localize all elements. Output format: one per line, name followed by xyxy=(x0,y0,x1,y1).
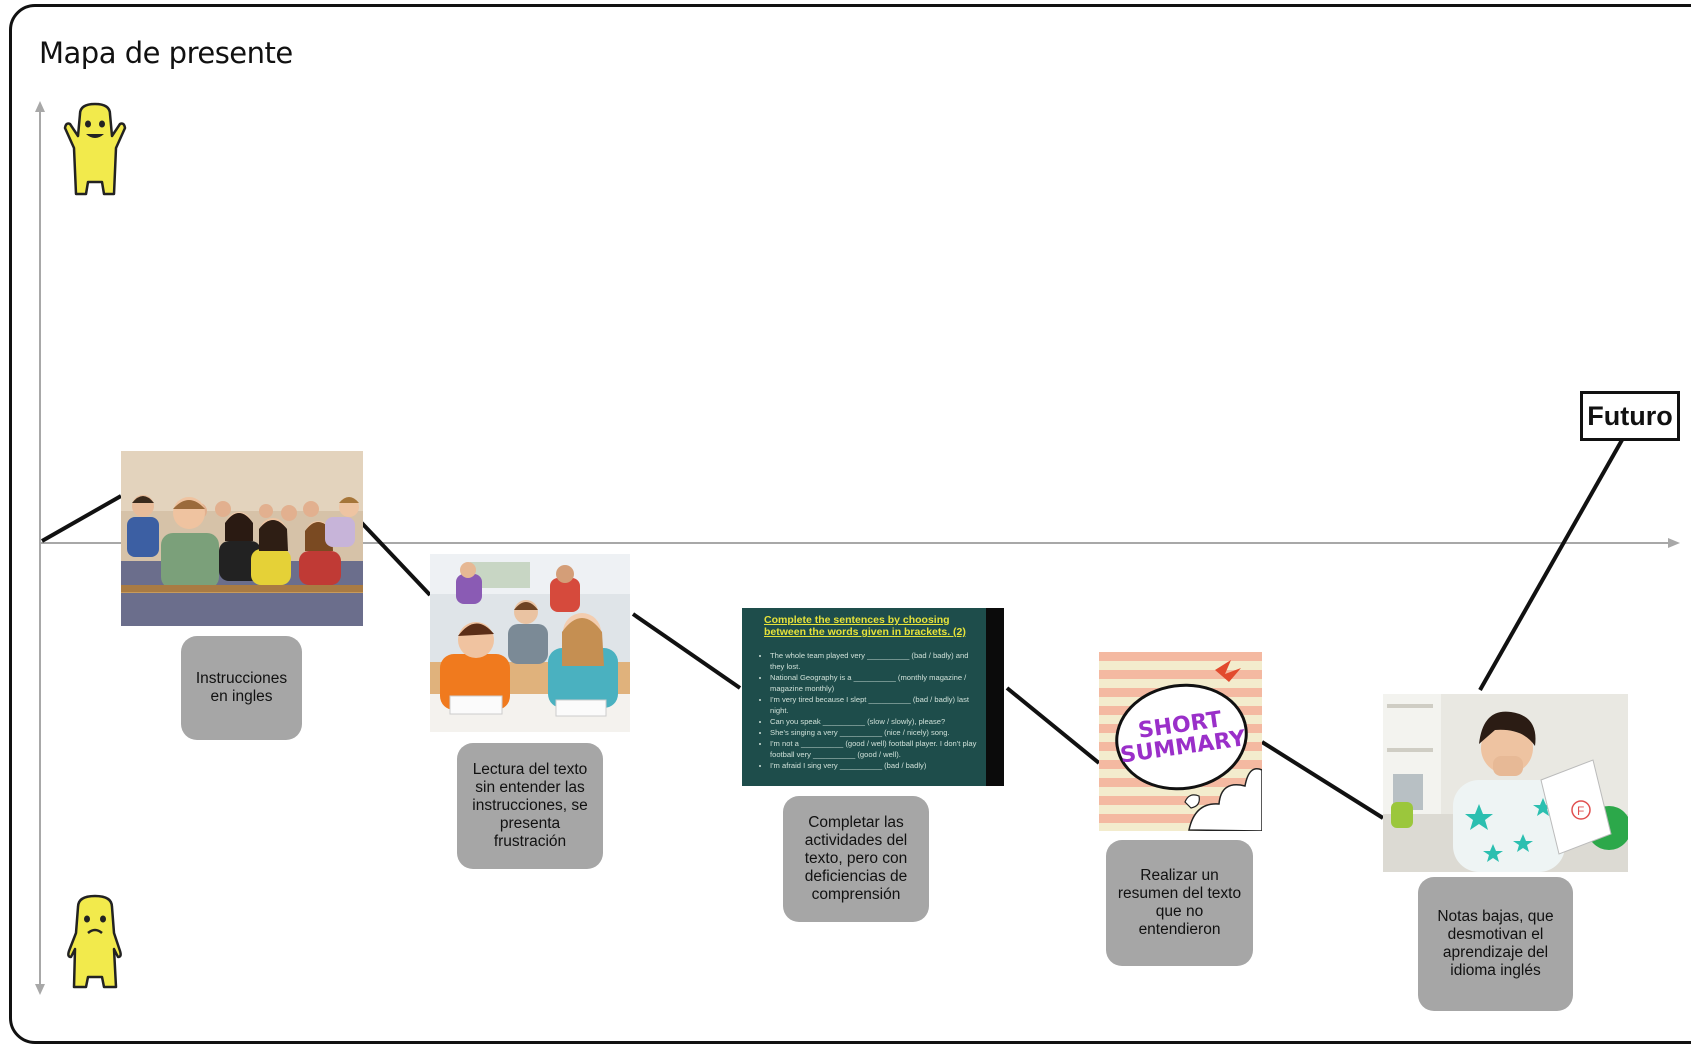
worksheet-item: National Geography is a __________ (mont… xyxy=(770,672,978,694)
step-1-label: Instrucciones en ingles xyxy=(181,636,302,740)
worksheet-heading: Complete the sentences by choosing betwe… xyxy=(764,614,966,638)
horizontal-axis-arrow xyxy=(1668,538,1680,548)
worksheet-item: I'm not a __________ (good / well) footb… xyxy=(770,738,978,760)
map-axes xyxy=(35,101,1680,995)
summary-decoration xyxy=(1184,660,1262,831)
worksheet-item: I'm very tired because I slept _________… xyxy=(770,694,978,716)
short-summary-illustration: SHORT SUMMARY xyxy=(1099,652,1262,831)
step-2-label: Lectura del texto sin entender las instr… xyxy=(457,743,603,869)
journey-path xyxy=(41,439,1624,820)
worksheet-item: I'm afraid I sing very __________ (bad /… xyxy=(770,760,978,771)
step-5-label: Notas bajas, que desmotivan el aprendiza… xyxy=(1418,877,1573,1011)
map-title: Mapa de presente xyxy=(39,36,293,70)
students-in-classroom-photo xyxy=(121,451,363,626)
worksheet-item: She's singing a very __________ (nice / … xyxy=(770,727,978,738)
worksheet-items: The whole team played very __________ (b… xyxy=(742,642,986,771)
bored-students-photo xyxy=(430,554,630,732)
english-worksheet-screenshot: Complete the sentences by choosing betwe… xyxy=(742,608,1004,786)
step-4-label: Realizar un resumen del texto que no ent… xyxy=(1106,840,1253,966)
step-3-label: Completar las actividades del texto, per… xyxy=(783,796,929,922)
sad-face-icon xyxy=(67,894,122,989)
worksheet-item: The whole team played very __________ (b… xyxy=(770,650,978,672)
test-grade: F xyxy=(1577,804,1584,818)
vertical-axis-arrow-down xyxy=(35,984,45,995)
boy-with-failed-test-photo: F xyxy=(1383,694,1628,872)
future-label: Futuro xyxy=(1580,391,1680,441)
vertical-axis-arrow-up xyxy=(35,101,45,112)
happy-face-icon xyxy=(63,102,127,196)
worksheet-item: Can you speak __________ (slow / slowly)… xyxy=(770,716,978,727)
